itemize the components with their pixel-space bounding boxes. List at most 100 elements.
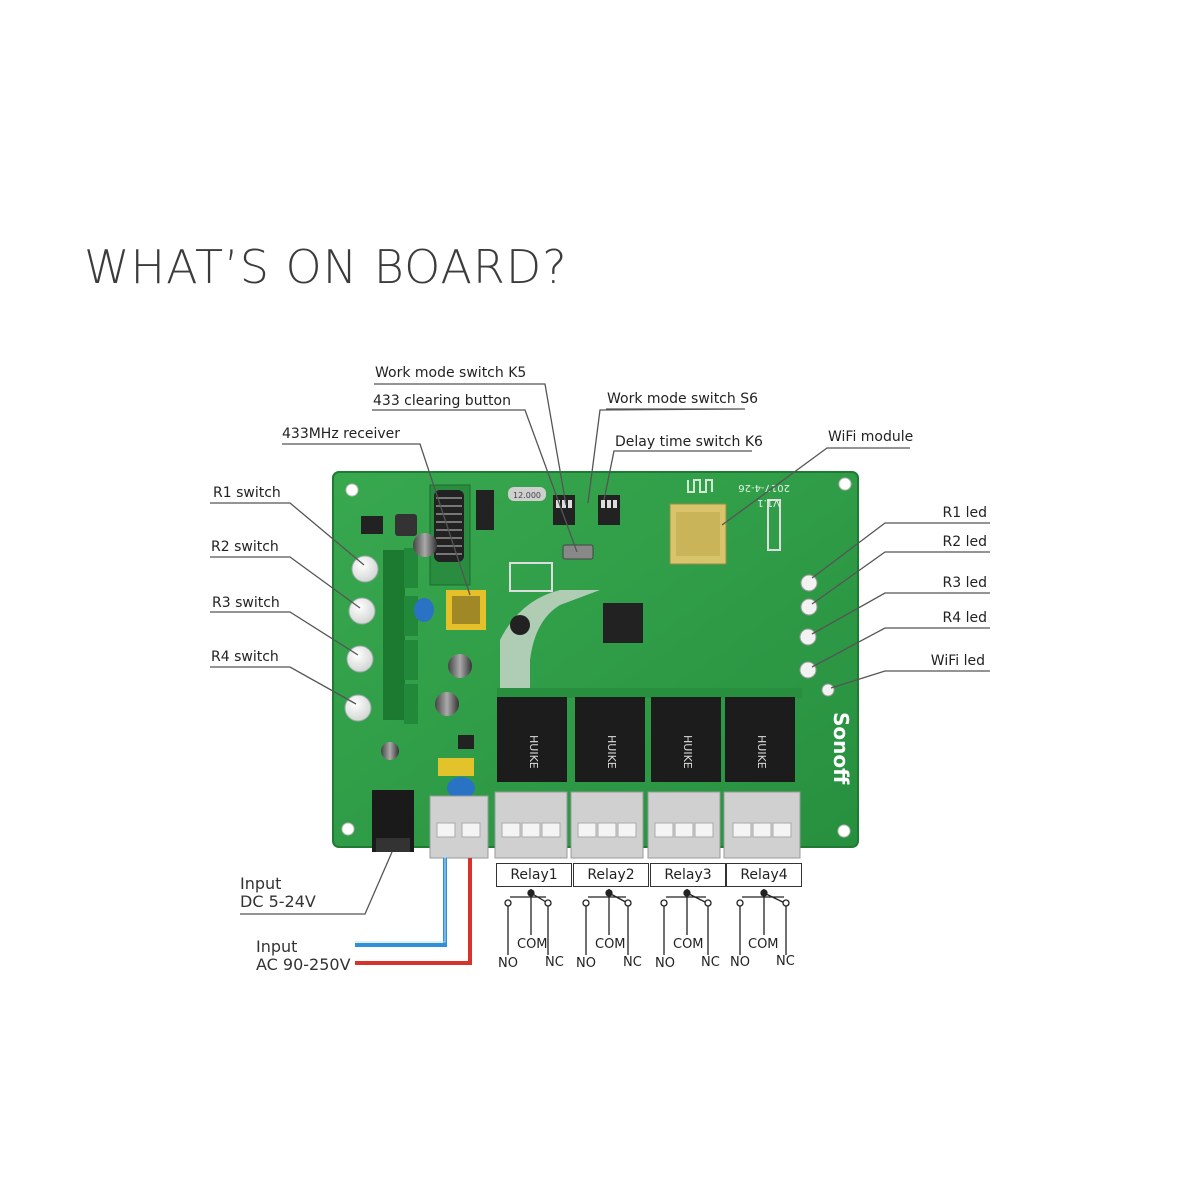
label-r2-led: R2 led	[942, 534, 987, 550]
leader-dc-input	[240, 851, 393, 915]
switch-housing	[383, 550, 405, 720]
label-ac-input-range: AC 90-250V	[256, 955, 351, 974]
relay2-com: COM	[595, 937, 626, 952]
r1-switch-button	[351, 555, 379, 583]
label-r4-led: R4 led	[942, 610, 987, 626]
leader-r2-led	[811, 551, 990, 605]
switch-housing	[404, 684, 418, 724]
svg-text:HUIKE: HUIKE	[755, 735, 768, 769]
transformer-core	[452, 596, 480, 624]
red-wire	[355, 858, 472, 965]
r4-led	[799, 661, 817, 679]
capacitor	[435, 692, 459, 716]
label-r3-switch: R3 switch	[212, 595, 280, 611]
capacitor	[413, 533, 437, 557]
svg-text:HUIKE: HUIKE	[527, 735, 540, 769]
yellow-capacitor	[438, 758, 474, 776]
label-wifi-led: WiFi led	[930, 653, 985, 669]
label-dc-input-title: Input	[240, 874, 282, 893]
dip-switch-k5	[553, 495, 575, 525]
relay1-label: Relay1	[496, 863, 572, 887]
wifi-led	[821, 683, 835, 697]
transformer	[446, 590, 486, 630]
relay3-nc: NC	[701, 955, 720, 970]
relay2-contacts	[582, 889, 632, 955]
mount-hole	[345, 483, 359, 497]
relay-1: HUIKE	[497, 697, 567, 782]
leader-k5	[374, 383, 567, 506]
ic-chip	[361, 516, 383, 534]
capacitor	[448, 654, 472, 678]
r1-led	[800, 574, 818, 592]
relay2-label: Relay2	[573, 863, 649, 887]
ic-chip	[476, 490, 494, 530]
label-r2-switch: R2 switch	[211, 539, 279, 555]
label-work-mode-k5: Work mode switch K5	[375, 365, 527, 381]
inductor	[395, 514, 417, 536]
relay3-contacts	[660, 889, 712, 955]
mount-hole	[837, 824, 851, 838]
leader-clearing	[372, 409, 578, 553]
crystal	[508, 487, 546, 501]
isolation-slot	[500, 590, 600, 692]
label-wifi-module: WiFi module	[828, 429, 914, 445]
terminal-clamps	[436, 822, 792, 838]
pcb-version: V1.1	[757, 497, 780, 508]
crystal-marking: 12.000	[513, 491, 541, 500]
svg-text:HUIKE: HUIKE	[605, 735, 618, 769]
leader-r4-switch	[210, 666, 357, 705]
wifi-module-shield	[676, 512, 720, 556]
leader-s6	[587, 408, 746, 504]
leader-r2-switch	[210, 556, 361, 609]
r4-switch-button	[344, 694, 372, 722]
blue-wire	[355, 858, 447, 947]
blue-capacitor	[447, 777, 475, 799]
label-delay-k6: Delay time switch K6	[615, 434, 763, 450]
switch-housing	[404, 596, 418, 636]
mount-hole	[341, 822, 355, 836]
label-dc-input-range: DC 5-24V	[240, 892, 316, 911]
relay3-no: NO	[655, 956, 675, 971]
mount-hole	[838, 477, 852, 491]
terminal-blocks	[429, 791, 801, 859]
leader-r4-led	[811, 627, 990, 668]
relay-2: HUIKE	[575, 697, 645, 782]
r3-led	[799, 628, 817, 646]
relay2-no: NO	[576, 956, 596, 971]
page-title: WHAT’S ON BOARD?	[84, 240, 568, 294]
label-r1-switch: R1 switch	[213, 485, 281, 501]
leader-wifi-module	[721, 447, 910, 526]
relay1-nc: NC	[545, 955, 564, 970]
relay1-com: COM	[517, 937, 548, 952]
relay2-nc: NC	[623, 955, 642, 970]
relay-area	[497, 688, 802, 698]
label-433-receiver: 433MHz receiver	[282, 426, 401, 442]
ic-chip	[458, 735, 474, 749]
leader-r1-led	[811, 522, 990, 579]
label-work-mode-s6: Work mode switch S6	[607, 391, 758, 407]
relay4-no: NO	[730, 955, 750, 970]
svg-text:HUIKE: HUIKE	[681, 735, 694, 769]
label-433-clearing: 433 clearing button	[373, 393, 511, 409]
leader-r3-switch	[210, 611, 359, 656]
relay4-nc: NC	[776, 954, 795, 969]
leader-k6	[603, 450, 752, 501]
relay4-contacts	[736, 889, 790, 955]
leader-wifi-led	[830, 670, 990, 689]
clearing-button	[562, 544, 594, 560]
switch-housing	[404, 548, 418, 588]
leader-r1-switch	[210, 502, 365, 566]
pcb-date: 2017-4-26	[738, 482, 790, 493]
relay4-label: Relay4	[726, 863, 802, 887]
label-r4-switch: R4 switch	[211, 649, 279, 665]
relay1-contacts	[504, 889, 552, 955]
component	[510, 615, 530, 635]
wifi-header	[767, 499, 781, 551]
label-r3-led: R3 led	[942, 575, 987, 591]
relay3-com: COM	[673, 937, 704, 952]
blue-capacitor	[414, 598, 434, 622]
mcu-chip	[603, 603, 643, 643]
relay-3: HUIKE	[651, 697, 721, 782]
brand-logo: Sonoff	[829, 712, 853, 785]
